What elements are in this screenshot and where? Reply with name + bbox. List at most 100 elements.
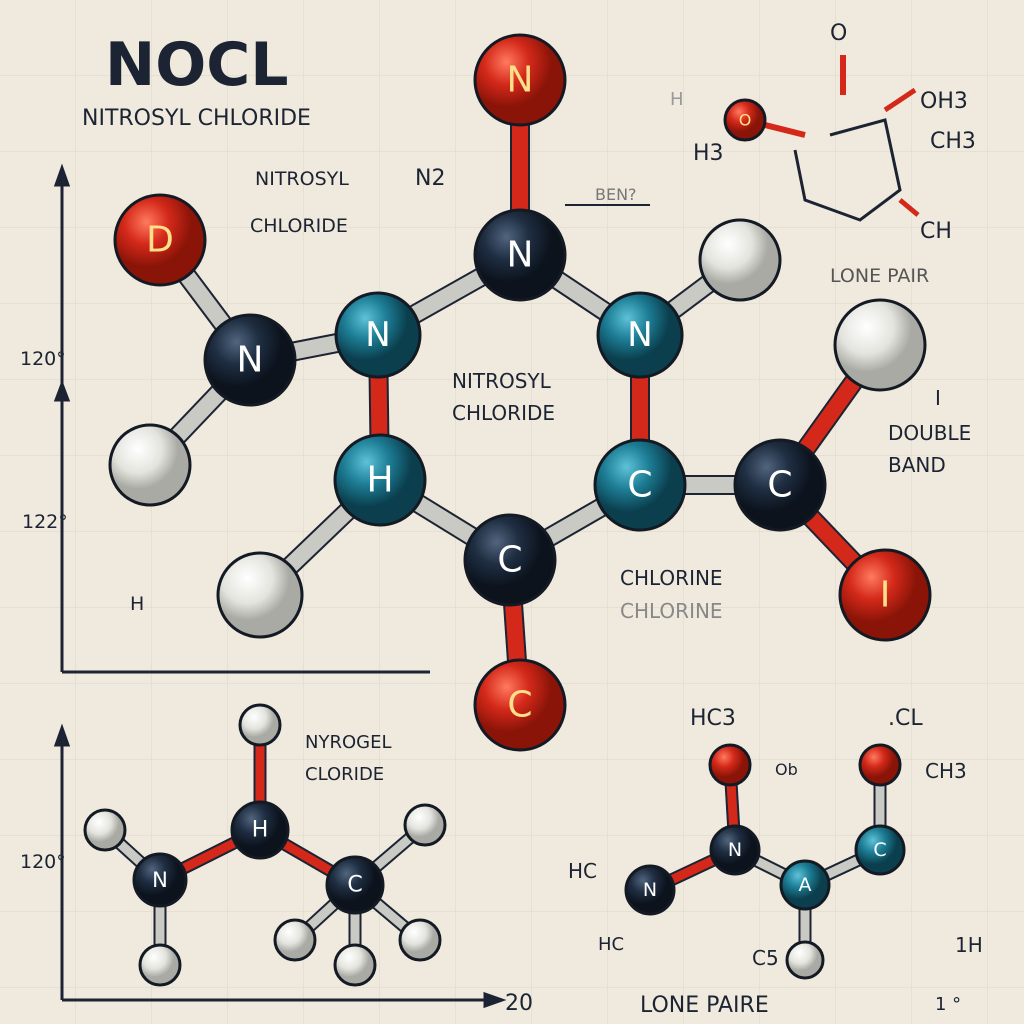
atom-white <box>833 298 927 392</box>
atom-label: C <box>347 873 362 898</box>
atom-sphere <box>733 438 827 532</box>
atom-dark: N <box>132 852 188 908</box>
atom-label: N <box>643 879 657 901</box>
label-axis-20: 20 <box>505 991 533 1016</box>
atom-sphere <box>854 824 906 876</box>
atom-sphere <box>230 800 290 860</box>
atom-label: H <box>252 818 269 843</box>
label-ch: CH <box>920 219 952 244</box>
atom-white <box>238 703 282 747</box>
atom-label: N <box>237 340 264 381</box>
atom-sphere <box>838 548 932 642</box>
atom-white <box>785 940 825 980</box>
atom-sphere <box>833 298 927 392</box>
axes <box>53 163 650 1009</box>
label-center-chloride: CHLORIDE <box>452 401 555 425</box>
label-1h: 1H <box>955 933 983 957</box>
atom-label: C <box>497 540 522 581</box>
label-ch3-b: CH3 <box>925 759 967 783</box>
atom-dark: N <box>203 313 297 407</box>
atom-label: N <box>627 315 652 355</box>
title: NOCL <box>105 30 289 100</box>
label-h-left: H <box>130 593 144 615</box>
atom-label: N <box>507 235 534 276</box>
atom-teal: N <box>334 291 422 379</box>
label-angle-122: 122° <box>22 511 68 533</box>
atom-dark: C <box>325 855 385 915</box>
atom-sphere <box>624 864 676 916</box>
label-ob: Ob <box>775 760 798 779</box>
atom-dark: C <box>733 438 827 532</box>
atom-teal: C <box>854 824 906 876</box>
label-hc-mid: HC <box>568 859 597 883</box>
label-double: DOUBLE <box>888 421 971 445</box>
atom-teal: C <box>593 438 687 532</box>
atom-white <box>216 551 304 639</box>
atom-red: N <box>473 33 567 127</box>
atom-sphere <box>325 855 385 915</box>
atom-red: C <box>473 658 567 752</box>
atom-sphere <box>273 918 317 962</box>
atom-sphere <box>238 703 282 747</box>
atom-sphere <box>473 658 567 752</box>
label-c5: C5 <box>752 946 779 970</box>
atom-sphere <box>596 291 684 379</box>
atom-white <box>108 423 192 507</box>
atom-white <box>403 803 447 847</box>
label-n2: N2 <box>415 166 445 191</box>
atom-sphere <box>723 98 767 142</box>
label-angle-120: 120° <box>20 348 66 370</box>
atom-sphere <box>333 433 427 527</box>
atom-sphere <box>593 438 687 532</box>
atom-dark: N <box>473 208 567 302</box>
label-ch3: CH3 <box>930 129 976 154</box>
atom-sphere <box>709 824 761 876</box>
atom-label: N <box>728 839 742 861</box>
label-double-i: I <box>935 386 941 410</box>
atom-sphere <box>403 803 447 847</box>
atom-sphere <box>83 808 127 852</box>
atom-sphere <box>333 943 377 987</box>
label-band: BAND <box>888 453 946 477</box>
label-center-nitrosyl: NITROSYL <box>452 369 552 393</box>
atom-red: D <box>113 193 207 287</box>
label-hc-low: HC <box>598 934 624 955</box>
label-1-deg: 1 ° <box>935 994 961 1015</box>
atom-sphere <box>779 859 831 911</box>
label-cl: .CL <box>888 706 923 731</box>
atom-white <box>698 218 782 302</box>
atom-white <box>273 918 317 962</box>
atom-sphere <box>785 940 825 980</box>
atom-red <box>858 743 902 787</box>
atom-white <box>333 943 377 987</box>
atom-label: D <box>146 220 174 261</box>
label-o-top: O <box>830 21 847 46</box>
label-oh3: OH3 <box>920 89 968 114</box>
subtitle: NITROSYL CHLORIDE <box>82 106 311 131</box>
atom-white <box>83 808 127 852</box>
atom-sphere <box>203 313 297 407</box>
atom-label: N <box>507 60 534 101</box>
atom-sphere <box>708 743 752 787</box>
atom-label: I <box>880 575 891 616</box>
label-nyrogel: NYROGEL <box>305 732 391 753</box>
label-nitrosyl: NITROSYL <box>255 168 349 190</box>
atom-teal: H <box>333 433 427 527</box>
atom-sphere <box>216 551 304 639</box>
atom-dark: C <box>463 513 557 607</box>
atom-dark: N <box>709 824 761 876</box>
label-lone-pair: LONE PAIR <box>830 265 929 287</box>
atom-sphere <box>132 852 188 908</box>
atom-label: H <box>366 460 393 501</box>
atom-teal: N <box>596 291 684 379</box>
label-chloride: CHLORIDE <box>250 215 348 237</box>
atom-white <box>398 918 442 962</box>
atom-red <box>708 743 752 787</box>
atom-label: C <box>507 685 532 726</box>
atom-sphere <box>858 743 902 787</box>
label-h3: H3 <box>693 141 724 166</box>
atom-sphere <box>334 291 422 379</box>
atom-sphere <box>138 943 182 987</box>
